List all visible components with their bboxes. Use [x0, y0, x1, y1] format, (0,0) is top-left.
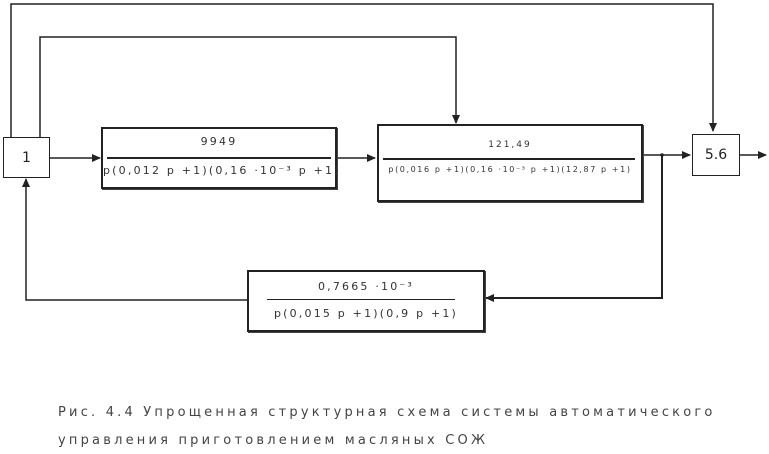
transfer-function-block-1: 9949 p(0,012 p +1)(0,16 ·10⁻³ p +1) — [101, 127, 341, 189]
figure-caption-line-2: управления приготовлением масляных СОЖ — [58, 433, 489, 448]
transfer-function-block-2: 121,49 p(0,016 p +1)(0,16 ·10⁻³ p +1)(12… — [377, 124, 643, 202]
tf2-denominator: p(0,016 p +1)(0,16 ·10⁻³ p +1)(12,87 p +… — [388, 165, 632, 174]
output-block-label: 5.6 — [704, 147, 728, 163]
feedback-branch-line — [485, 155, 663, 302]
feedback-return-line — [22, 178, 247, 301]
tf1-denominator: p(0,012 p +1)(0,16 ·10⁻³ p +1) — [103, 164, 341, 177]
tf2-fraction-bar — [383, 158, 635, 160]
tf3-fraction-bar — [267, 299, 455, 300]
input-block-label: 1 — [22, 149, 31, 166]
figure-caption-line-1: Рис. 4.4 Упрощенная структурная схема си… — [58, 405, 716, 420]
tf3-denominator: p(0,015 p +1)(0,9 p +1) — [273, 307, 459, 320]
input-block: 1 — [3, 137, 50, 178]
output-block: 5.6 — [692, 134, 740, 176]
tf1-numerator: 9949 — [200, 135, 238, 148]
tf2-numerator: 121,49 — [488, 140, 532, 150]
inner-feedforward-line — [39, 36, 460, 137]
junction-dot — [660, 153, 664, 157]
tf1-fraction-bar — [107, 157, 331, 159]
transfer-function-block-3: 0,7665 ·10⁻³ p(0,015 p +1)(0,9 p +1) — [247, 270, 485, 332]
tf3-numerator: 0,7665 ·10⁻³ — [317, 280, 415, 293]
outer-feedforward-line — [10, 3, 717, 137]
